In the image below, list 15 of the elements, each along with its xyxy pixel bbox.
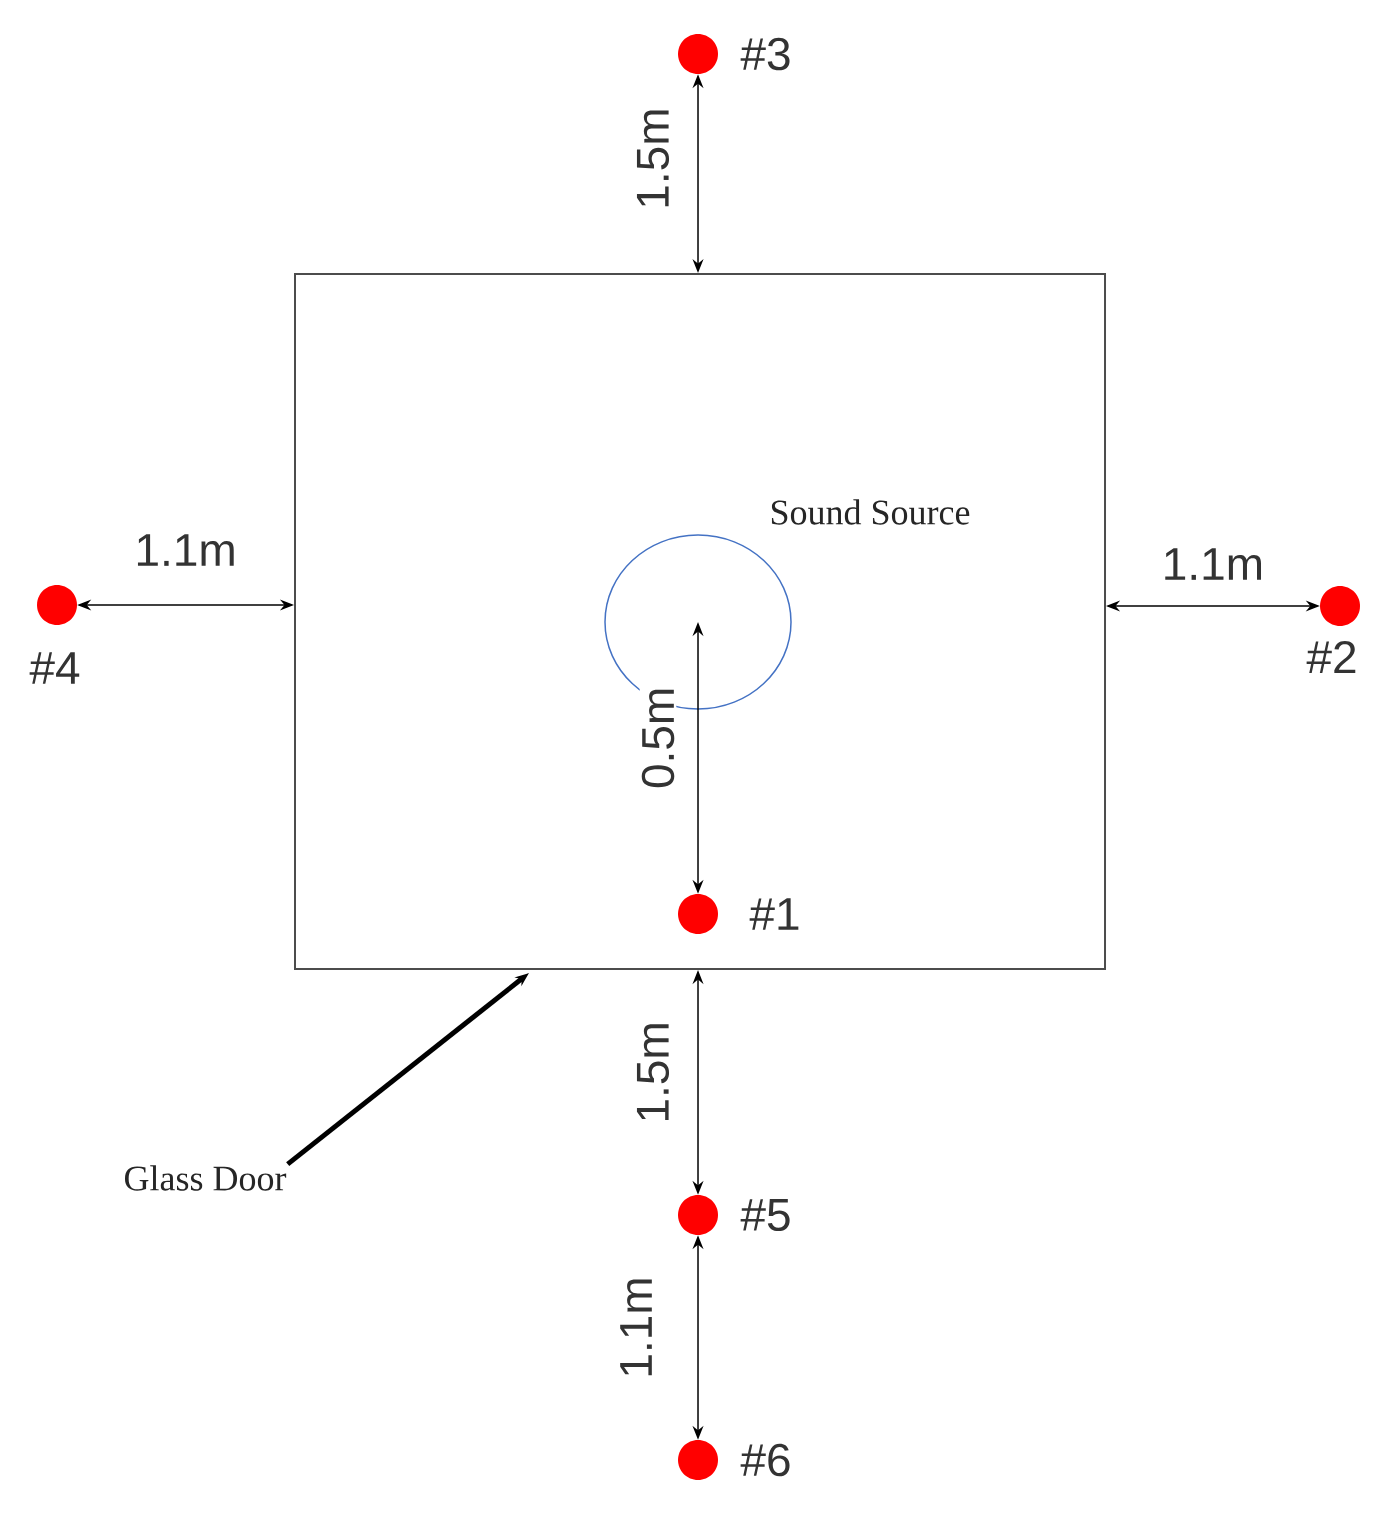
edge-label: 1.5m — [634, 1019, 672, 1126]
edge-label: 1.5m — [634, 105, 672, 212]
source-label: Sound Source — [771, 499, 970, 525]
point-label: #2 — [1306, 640, 1356, 674]
room-outline — [294, 273, 1106, 970]
edge-label: 1.1m — [618, 1274, 654, 1381]
point-label: #5 — [740, 1198, 790, 1232]
door-label: Glass Door — [125, 1165, 287, 1191]
point-label: #4 — [29, 652, 80, 684]
point-label: #3 — [740, 37, 790, 71]
edge-label: 0.5m — [639, 684, 677, 792]
point-label: #1 — [749, 898, 799, 930]
edge-label: 1.1m — [132, 532, 239, 568]
edge-label: 1.1m — [1159, 546, 1267, 582]
point-label: #6 — [740, 1443, 790, 1477]
